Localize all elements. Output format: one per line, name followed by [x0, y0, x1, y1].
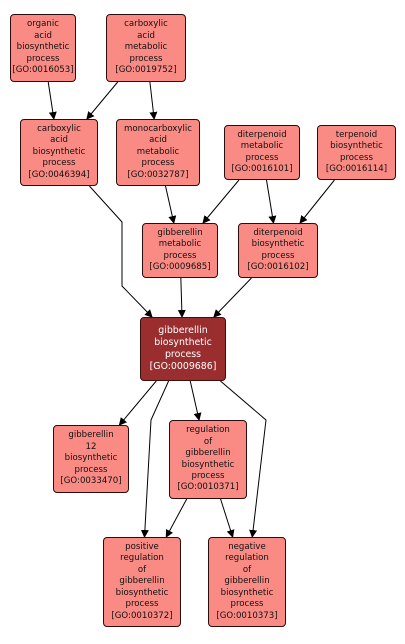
node-label-line: biosynthetic — [16, 42, 70, 53]
node-label-line: process — [125, 599, 159, 610]
node-label-line: [GO:0016053] — [12, 65, 74, 76]
edge-go0009686-to-go0010372 — [140, 380, 170, 538]
node-label-line: process — [230, 599, 264, 610]
node-label-line: regulation — [186, 425, 230, 436]
edge-go0016101-to-go0016102 — [265, 179, 277, 224]
edge-go0019752-to-go0046394 — [86, 81, 119, 120]
node-label-line: process — [74, 464, 108, 475]
node-label-line: process — [141, 158, 175, 169]
node-label-line: regulation — [120, 553, 164, 564]
node-label-line: 12 — [85, 441, 97, 452]
node-label-line: [GO:0016114] — [325, 163, 388, 174]
edge-go0016053-to-go0046394 — [47, 81, 57, 120]
node-label-line: biosynthetic — [32, 146, 86, 157]
node-label-line: diterpenoid — [237, 129, 287, 140]
node-label-line: positive — [125, 542, 159, 553]
node-label-line: biosynthetic — [220, 587, 274, 598]
node-label-line: process — [26, 53, 60, 64]
node-label-line: acid — [149, 135, 167, 146]
node-label-line: monocarboxylic — [124, 123, 192, 134]
node-label-line: metabolic — [124, 42, 168, 53]
node-label-line: gibberellin — [157, 227, 203, 238]
node-label-line: gibberellin — [185, 448, 231, 459]
node-label-line: [GO:0016102] — [247, 261, 309, 272]
node-label-line: [GO:0009686] — [149, 361, 217, 373]
node-label-line: acid — [137, 30, 155, 41]
node-label-line: process — [129, 53, 163, 64]
node-label-line: of — [242, 564, 252, 575]
node-label-line: acid — [50, 135, 68, 146]
node-label-line: carboxylic — [37, 123, 81, 134]
node-label-line: process — [163, 250, 197, 261]
edge-go0046394-to-go0009686 — [88, 185, 153, 318]
node-label-line: [GO:0019752] — [115, 65, 177, 76]
node-label-line: negative — [228, 542, 266, 553]
node-label-line: acid — [34, 30, 52, 41]
edge-go0009686-to-go0010373 — [220, 380, 267, 538]
node-label-line: process — [42, 158, 76, 169]
node-label-line: gibberellin — [119, 576, 165, 587]
node-label-line: biosynthetic — [115, 587, 169, 598]
node-label-line: of — [203, 436, 213, 447]
node-label-line: process — [191, 470, 225, 481]
edge-go0016102-to-go0009686 — [213, 277, 252, 318]
node-label-line: [GO:0046394] — [28, 169, 90, 180]
node-label-line: gibberellin — [68, 430, 114, 441]
node-label-line: metabolic — [136, 146, 180, 157]
edge-go0009685-to-go0009686 — [177, 277, 186, 318]
node-label-line: organic — [27, 19, 59, 30]
node-label-line: [GO:0032787] — [127, 169, 189, 180]
edge-go0032787-to-go0009685 — [165, 185, 177, 224]
node-label-line: process — [245, 152, 279, 163]
node-label-line: [GO:0033470] — [60, 476, 122, 487]
node-label-line: metabolic — [158, 239, 202, 250]
edge-go0019752-to-go0032787 — [149, 81, 158, 120]
node-label-line: process — [339, 152, 374, 163]
node-label-line: regulation — [225, 553, 269, 564]
node-label-line: metabolic — [240, 141, 284, 152]
edge-go0010371-to-go0010373 — [220, 498, 235, 538]
node-label-line: process — [261, 250, 295, 261]
edge-go0009686-to-go0033470 — [118, 380, 157, 426]
node-label-line: biosynthetic — [181, 459, 235, 470]
node-label-line: of — [137, 564, 147, 575]
node-label-line: [GO:0016101] — [231, 163, 293, 174]
edge-go0016114-to-go0016102 — [299, 179, 335, 224]
node-label-line: biosynthetic — [330, 141, 383, 152]
node-label-line: gibberellin — [158, 324, 208, 336]
node-label-line: [GO:0009685] — [149, 261, 211, 272]
node-label-line: diterpenoid — [253, 227, 303, 238]
node-label-line: carboxylic — [124, 19, 168, 30]
node-label-line: process — [164, 349, 202, 360]
edge-go0009686-to-go0010371 — [189, 380, 202, 421]
node-label-line: [GO:0010372] — [111, 610, 173, 621]
edge-go0010371-to-go0010372 — [165, 498, 188, 538]
node-label-line: gibberellin — [224, 576, 270, 587]
node-label-line: biosynthetic — [251, 239, 305, 250]
node-label-line: biosynthetic — [64, 453, 118, 464]
node-label-line: [GO:0010373] — [216, 610, 278, 621]
node-label-line: terpenoid — [335, 129, 378, 140]
edge-go0016101-to-go0009685 — [202, 179, 240, 224]
node-label-line: biosynthetic — [154, 336, 212, 348]
node-label-line: [GO:0010371] — [177, 482, 239, 493]
